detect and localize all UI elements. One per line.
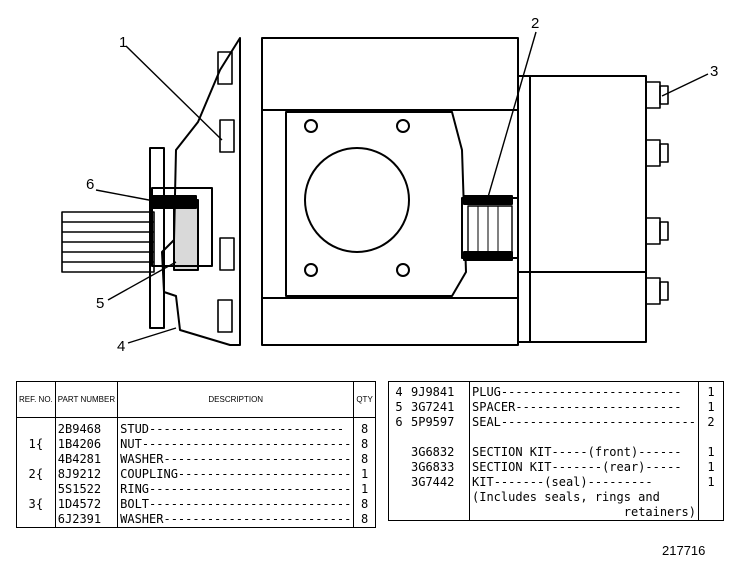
part-description: KIT [472,475,494,489]
part-description: SPACER [472,400,516,414]
table-row: retainers) [389,505,724,521]
part-description: WASHER [120,512,164,526]
table-row: 6 5P9597 SEAL---------------------------… [389,415,724,430]
table-row: (Includes seals, rings and [389,490,724,505]
part-qty: 1 [360,467,369,481]
parts-table-left: REF. NO. PART NUMBER DESCRIPTION QTY 2B9… [16,381,376,528]
part-note: (front) [587,445,639,459]
part-note: (rear) [602,460,646,474]
part-qty: 1 [707,475,715,489]
part-number: 5S1522 [55,482,119,497]
ref-no: 4 [395,385,403,399]
header-ref-no: REF. NO. [16,381,56,418]
coupling-assembly [149,147,213,329]
center-bore [304,147,410,253]
table-row: 4B4281 WASHER-------------------------- … [16,452,376,467]
part-number: 3G6832 [409,445,470,460]
table-row: 3G7442 KIT-------(seal)--------- 1 [389,475,724,490]
part-description: NUT [120,437,142,451]
table-row: 2B9468 STUD--------------------------- 8 [16,417,376,437]
part-qty: 2 [707,415,715,429]
part-description: BOLT [120,497,150,511]
figure-number: 217716 [662,543,706,558]
part-number: 9J9841 [409,381,470,400]
part-number: 2B9468 [55,417,119,437]
front-nuts [217,51,235,333]
part-description: retainers) [469,505,699,521]
callout-6: 6 [86,176,95,193]
part-qty: 8 [360,452,369,466]
table-row-blank [389,430,724,445]
leader-lines [95,31,709,344]
part-number: 4B4281 [55,452,119,467]
part-qty: 1 [707,445,715,459]
parts-table-right: 4 9J9841 PLUG------------------------- 1… [388,381,724,521]
part-qty: 1 [707,400,715,414]
table-row: 2{ 8J9212 COUPLING----------------------… [16,467,376,482]
part-number: 1D4572 [55,497,119,512]
table-row: 3G6833 SECTION KIT-------(rear)----- 1 [389,460,724,475]
part-number: 6J2391 [55,512,119,528]
ref-no: 2 [28,467,36,481]
part-description: SECTION KIT [472,460,552,474]
part-number: 3G7241 [409,400,470,415]
internal-coupling [461,195,519,261]
part-description: SECTION KIT [472,445,552,459]
part-description: (Includes seals, rings and [469,490,699,505]
part-qty: 8 [360,497,369,511]
part-qty: 1 [707,385,715,399]
part-qty: 1 [707,460,715,474]
part-description: RING [120,482,150,496]
callout-2: 2 [531,15,540,32]
part-qty: 1 [360,482,369,496]
center-plate [285,111,467,297]
header-description: DESCRIPTION [117,381,355,418]
input-shaft [61,211,155,273]
part-number: 3G7442 [409,475,470,490]
table-row: 5 3G7241 SPACER----------------------- 1 [389,400,724,415]
rear-housing [517,75,647,343]
part-description: WASHER [120,452,164,466]
table-row: 4 9J9841 PLUG------------------------- 1 [389,381,724,400]
part-note: (seal) [544,475,588,489]
part-description: PLUG [472,385,501,399]
part-number: 1B4206 [55,437,119,452]
table-row: 1{ 1B4206 NUT---------------------------… [16,437,376,452]
part-number: 5P9597 [409,415,470,430]
part-description: SEAL [472,415,501,429]
part-number: 3G6833 [409,460,470,475]
ref-no: 5 [395,400,403,414]
part-qty: 8 [360,437,369,451]
rear-bolts [645,81,669,305]
part-number: 8J9212 [55,467,119,482]
table-header-row: REF. NO. PART NUMBER DESCRIPTION QTY [16,381,376,418]
callout-5: 5 [96,295,105,312]
callout-3: 3 [710,63,719,80]
part-qty: 8 [360,512,369,526]
callout-1: 1 [119,34,128,51]
part-description: COUPLING [120,467,178,481]
callout-4: 4 [117,338,126,355]
table-row: 5S1522 RING---------------------------- … [16,482,376,497]
ref-no: 6 [395,415,403,429]
ref-no: 3 [28,497,36,511]
pump-drawing [61,31,709,346]
ref-no: 1 [28,437,36,451]
part-description: STUD [120,422,150,436]
table-row: 3G6832 SECTION KIT-----(front)------ 1 [389,445,724,460]
part-qty: 8 [360,422,369,436]
table-row: 6J2391 WASHER-------------------------- … [16,512,376,528]
header-qty: QTY [353,381,376,418]
header-part-number: PART NUMBER [55,381,119,418]
table-row: 3{ 1D4572 BOLT--------------------------… [16,497,376,512]
